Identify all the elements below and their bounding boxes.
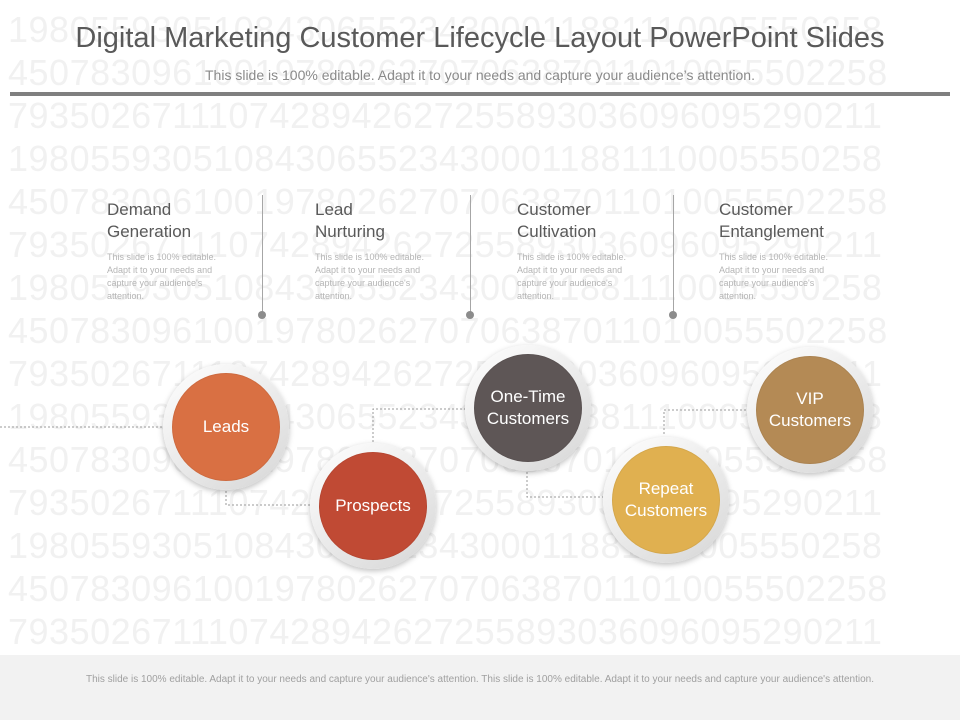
- digit-row: 4507830961001978026270706387011010055502…: [8, 310, 888, 351]
- title-divider: [10, 92, 950, 96]
- digit-row: 1980559305108430655234300011881110005550…: [8, 9, 883, 50]
- stage-title-line: Customer: [517, 200, 591, 219]
- stage-customer-cultivation: Customer Cultivation This slide is 100% …: [517, 199, 667, 303]
- node-vip-customers-fill: VIP Customers: [756, 356, 864, 464]
- stage-title: Demand Generation: [107, 199, 257, 243]
- node-repeat-customers: Repeat Customers: [603, 437, 729, 563]
- stage-title-line: Customer: [719, 200, 793, 219]
- node-label: Repeat: [638, 479, 694, 498]
- stage-separator-line: [673, 195, 674, 315]
- stage-description: This slide is 100% editable. Adapt it to…: [107, 252, 217, 301]
- node-label: Leads: [202, 417, 250, 436]
- node-label: Customers: [486, 409, 570, 428]
- stage-lead-nurturing: Lead Nurturing This slide is 100% editab…: [315, 199, 465, 303]
- stage-title-line: Lead: [315, 200, 353, 219]
- digit-row: 1980559305108430655234300011881110005550…: [8, 267, 883, 308]
- connector-leads-to-prospects: [225, 487, 310, 506]
- node-label: One-Time: [490, 387, 566, 406]
- stage-title-line: Generation: [107, 222, 192, 241]
- digit-row: 7935026711107428942627255893036096095290…: [8, 95, 883, 136]
- node-label: VIP: [796, 389, 824, 408]
- stage-title: Lead Nurturing: [315, 199, 465, 243]
- stage-description: This slide is 100% editable. Adapt it to…: [315, 252, 425, 301]
- stage-demand-generation: Demand Generation This slide is 100% edi…: [107, 199, 257, 303]
- digit-row: 7935026711107428942627255893036096095290…: [8, 353, 883, 394]
- stage-title: Customer Entanglement: [719, 199, 869, 243]
- footer-text: This slide is 100% editable. Adapt it to…: [85, 674, 875, 685]
- digit-row: 4507830961001978026270706387011010055502…: [8, 439, 888, 480]
- stage-separator-line: [262, 195, 263, 315]
- node-vip-customers: VIP Customers: [747, 347, 873, 473]
- node-label: Prospects: [335, 496, 411, 515]
- stage-title-line: Nurturing: [315, 222, 385, 241]
- digit-row: 7935026711107428942627255893036096095290…: [8, 224, 883, 265]
- node-prospects-fill: Prospects: [319, 452, 427, 560]
- connector-repeat-to-vip: [663, 409, 747, 434]
- digit-row: 7935026711107428942627255893036096095290…: [8, 482, 883, 523]
- node-label: Customers: [768, 411, 852, 430]
- stage-description: This slide is 100% editable. Adapt it to…: [517, 252, 627, 301]
- node-leads: Leads: [163, 364, 289, 490]
- node-one-time-customers-fill: One-Time Customers: [474, 354, 582, 462]
- digit-row: 1980559305108430655234300011881110005550…: [8, 396, 883, 437]
- connector-prospects-to-one-time: [372, 408, 465, 446]
- stage-description: This slide is 100% editable. Adapt it to…: [719, 252, 829, 301]
- digit-row: 4507830961001978026270706387011010055502…: [8, 52, 888, 93]
- stage-customer-entanglement: Customer Entanglement This slide is 100%…: [719, 199, 869, 303]
- stage-title: Customer Cultivation: [517, 199, 667, 243]
- digit-row: 1980559305108430655234300011881110005550…: [8, 138, 883, 179]
- node-repeat-customers-fill: Repeat Customers: [612, 446, 720, 554]
- node-leads-fill: Leads: [172, 373, 280, 481]
- footer-bar: This slide is 100% editable. Adapt it to…: [0, 655, 960, 720]
- stage-title-line: Entanglement: [719, 222, 824, 241]
- stage-separator-line: [470, 195, 471, 315]
- connector-one-time-to-repeat: [526, 468, 603, 498]
- digit-row: 4507830961001978026270706387011010055502…: [8, 181, 888, 222]
- node-one-time-customers: One-Time Customers: [465, 345, 591, 471]
- background-digit-pattern: 1980559305108430655234300011881110005550…: [8, 9, 888, 652]
- node-prospects: Prospects: [310, 443, 436, 569]
- separator-dot: [466, 311, 474, 319]
- digit-row: 1980559305108430655234300011881110005550…: [8, 525, 883, 566]
- slide-title: Digital Marketing Customer Lifecycle Lay…: [75, 22, 885, 54]
- stage-title-line: Cultivation: [517, 222, 597, 241]
- node-label: Customers: [624, 501, 708, 520]
- stage-title-line: Demand: [107, 200, 172, 219]
- digit-row: 7935026711107428942627255893036096095290…: [8, 611, 883, 652]
- digit-row: 4507830961001978026270706387011010055502…: [8, 568, 888, 609]
- separator-dot: [258, 311, 266, 319]
- slide-subtitle: This slide is 100% editable. Adapt it to…: [205, 67, 755, 83]
- separator-dot: [669, 311, 677, 319]
